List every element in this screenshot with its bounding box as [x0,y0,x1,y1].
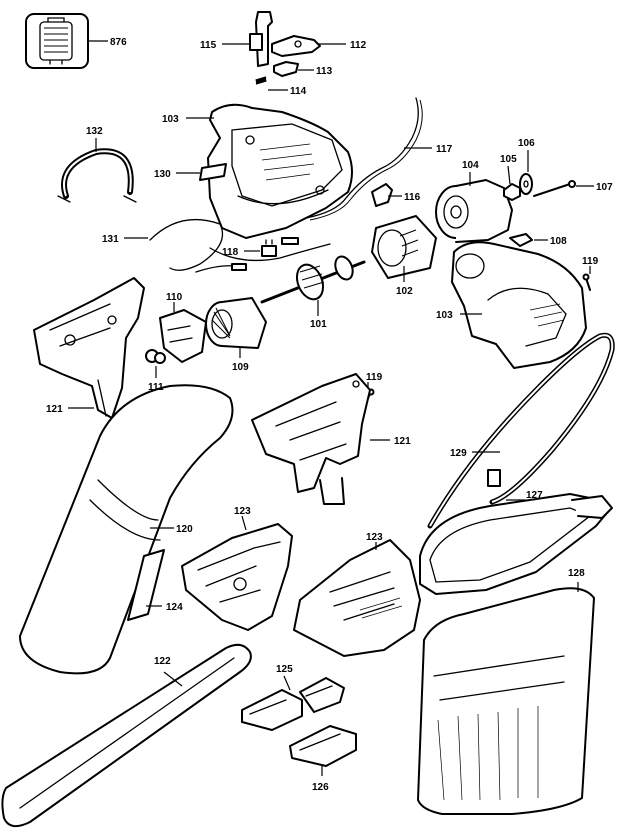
part-121-nozzle-half-center [251,373,390,505]
callout-101: 101 [310,319,327,330]
callout-125: 125 [276,664,293,675]
callout-123-right: 123 [366,532,383,543]
part-122-extension-tube [1,643,252,828]
callout-127: 127 [526,490,543,501]
callout-115: 115 [200,40,217,51]
callout-103-lower: 103 [436,310,453,321]
part-101-armature [260,255,366,316]
part-127-bag-frame [419,493,613,595]
callout-110: 110 [166,292,183,303]
part-128-collection-bag [417,582,595,815]
part-131-wire-harness [124,218,331,273]
part-116-clip [371,183,402,207]
part-105-nut [503,165,521,201]
callout-121-center: 121 [394,436,411,447]
part-132-strap-clip [57,138,137,203]
part-107-screw [533,180,594,197]
part-123-collar-left [181,515,293,631]
callout-103-upper: 103 [162,114,179,125]
part-129-shoulder-strap [427,332,615,529]
part-106-washer [519,150,533,195]
part-125-latch [241,675,345,731]
part-117-cord [305,97,432,221]
callout-126: 126 [312,782,329,793]
callout-117: 117 [436,144,453,155]
part-118-switch [244,239,277,257]
callout-108: 108 [550,236,567,247]
part-111-nut [145,349,166,378]
part-121-nozzle-half-left [33,277,145,419]
part-104-fan-housing [435,172,513,243]
callout-106: 106 [518,138,535,149]
callout-116: 116 [404,192,421,203]
part-110-baffle [159,302,207,363]
callout-113: 113 [316,66,333,77]
part-123-collar-right [293,539,421,657]
part-113-clip [273,61,314,77]
callout-105: 105 [500,154,517,165]
part-120-blower-tube [19,384,234,675]
part-102-stator [371,215,437,282]
part-109-fan-impeller [205,297,267,358]
callout-102: 102 [396,286,413,297]
part-103-housing-left [186,103,353,239]
callout-112: 112 [350,40,367,51]
callout-129: 129 [450,448,467,459]
part-126-latch [289,725,357,776]
part-115-switch-lever [222,11,273,67]
part-114-spring [255,76,288,91]
part-108-brush [509,233,548,247]
callout-107: 107 [596,182,613,193]
part-124-label [127,549,165,621]
callout-124: 124 [166,602,183,613]
part-112-switch-plate [271,35,346,57]
callout-120: 120 [176,524,193,535]
callout-128: 128 [568,568,585,579]
part-130-label [176,163,227,181]
callout-109: 109 [232,362,249,373]
part-119-screw-right [582,266,591,291]
callout-119-upper: 119 [582,256,599,267]
callout-121-left: 121 [46,404,63,415]
callout-111: 111 [148,382,164,393]
callout-132: 132 [86,126,103,137]
callout-876: 876 [110,37,127,48]
callout-122: 122 [154,656,171,667]
part-103-housing-right [451,241,587,369]
callout-118: 118 [222,247,239,258]
callout-104: 104 [462,160,479,171]
callout-131: 131 [102,234,119,245]
part-876-motor-assembly-box [25,13,108,69]
callout-119-lower: 119 [366,372,383,383]
callout-123-left: 123 [234,506,251,517]
callout-130: 130 [154,169,171,180]
callout-114: 114 [290,86,307,97]
